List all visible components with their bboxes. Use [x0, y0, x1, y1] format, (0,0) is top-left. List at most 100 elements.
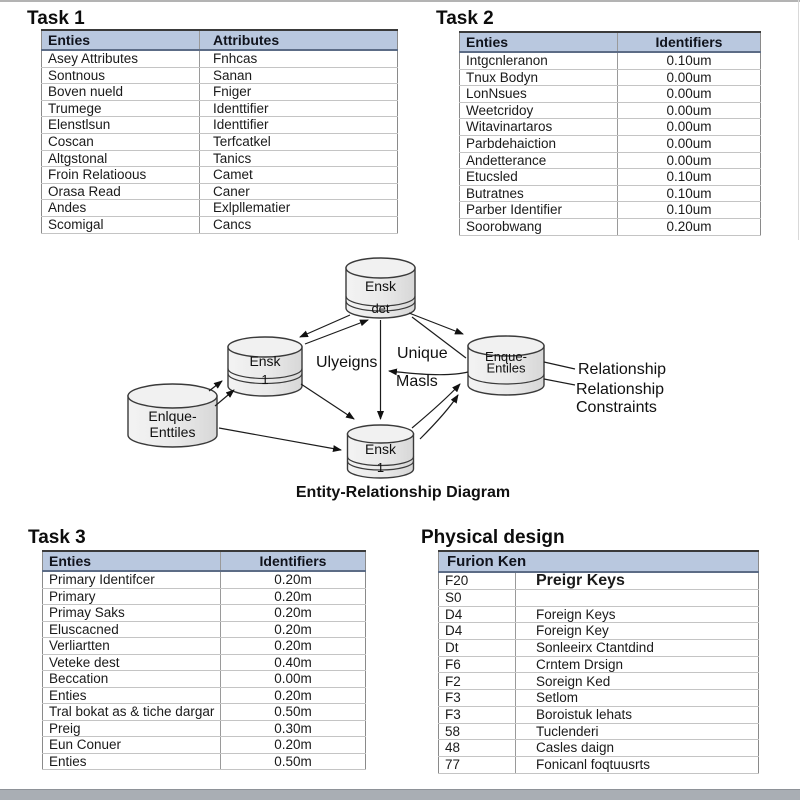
- table-cell: Tanics: [199, 150, 398, 168]
- task3-title: Task 3: [28, 527, 86, 548]
- table-cell: Enties: [42, 687, 221, 704]
- task2-header-identifiers: Identifiers: [617, 31, 761, 53]
- table-cell: Parber Identifier: [459, 201, 618, 219]
- table-cell: 77: [438, 756, 516, 774]
- entity-cylinder-bottom: Ensk 1: [346, 424, 415, 479]
- table-cell: 0.40m: [220, 654, 366, 671]
- task3-header-row: Enties Identifiers: [42, 550, 366, 572]
- table-cell: 0.10um: [617, 52, 761, 70]
- table-cell: 0.20m: [220, 736, 366, 754]
- table-cell: Identtifier: [199, 100, 398, 118]
- task3-header-enties: Enties: [42, 550, 221, 572]
- table-cell: 0.00um: [617, 69, 761, 87]
- table-cell: F20: [438, 572, 516, 590]
- table-cell: 0.20m: [220, 571, 366, 589]
- task1-header-row: Enties Attributes: [41, 29, 398, 51]
- table-cell: Enties: [42, 753, 221, 770]
- arrow-middle-to-bottom: [300, 383, 355, 420]
- table-cell: D4: [438, 622, 516, 641]
- entity-right-label-line1: Enque-: [485, 349, 527, 364]
- top-border-line: [0, 0, 800, 2]
- entity-bottom-label: Ensk: [365, 441, 397, 457]
- edge-label-unique: Unique: [397, 345, 448, 362]
- table-cell: 0.00um: [617, 85, 761, 103]
- relationship-arrows: [208, 312, 576, 453]
- side-label-constraints: Constraints: [576, 399, 657, 416]
- entity-cylinder-right: Enque- Entiles: [467, 335, 545, 396]
- side-label-relationship: Relationship: [578, 361, 666, 378]
- physical-design-title: Physical design: [421, 527, 565, 548]
- table-cell: Trumege: [41, 100, 200, 118]
- table-cell: Primary: [42, 588, 221, 605]
- entity-top-sublabel: det: [371, 301, 389, 316]
- table-cell: Froin Relatioous: [41, 166, 200, 184]
- table-cell: Fnhcas: [199, 50, 398, 68]
- table-cell: Etucsled: [459, 168, 618, 186]
- table-cell: Tral bokat as & tiche dargar: [42, 703, 221, 721]
- table-cell: Preigr Keys: [514, 572, 759, 590]
- table-cell: 0.20m: [220, 621, 366, 638]
- table-cell: Cancs: [199, 216, 398, 234]
- table-cell: S0: [438, 589, 516, 607]
- arrow-left-to-bottom: [218, 427, 342, 453]
- table-cell: 0.20m: [220, 687, 366, 704]
- table-cell: Boven nueld: [41, 83, 200, 101]
- right-border-line: [798, 0, 799, 240]
- table-cell: 0.20m: [220, 588, 366, 605]
- table-cell: LonNsues: [459, 85, 618, 103]
- table-cell: Andes: [41, 199, 200, 217]
- table-cell: Primary Identifcer: [42, 571, 221, 589]
- table-cell: Weetcridoy: [459, 102, 618, 120]
- table-cell: Dt: [438, 639, 516, 657]
- arrow-top-to-middle: [299, 314, 351, 338]
- task1-header-enties: Enties: [41, 29, 200, 51]
- task2-header-row: Enties Identifiers: [459, 31, 761, 53]
- table-cell: F3: [438, 689, 516, 707]
- table-cell: 0.00um: [617, 152, 761, 170]
- task1-header-attributes: Attributes: [199, 29, 398, 51]
- table-cell: Sanan: [199, 67, 398, 85]
- entity-left-label-line2: Enttiles: [150, 424, 196, 440]
- table-cell: 0.10um: [617, 185, 761, 203]
- table-cell: Elenstlsun: [41, 116, 200, 134]
- entity-middle-sublabel: 1: [261, 372, 268, 387]
- table-cell: 58: [438, 723, 516, 741]
- bottom-border-bar: [0, 789, 800, 800]
- callout-line-constraints: [543, 378, 576, 386]
- table-cell: Casles daign: [514, 739, 759, 757]
- table-cell: Sonleeirx Ctantdind: [514, 639, 759, 657]
- table-cell: 0.30m: [220, 720, 366, 737]
- entity-right-label-line2: Entiles: [486, 361, 526, 376]
- side-label-relationship-2: Relationship: [576, 381, 664, 398]
- table-cell: 0.00m: [220, 670, 366, 688]
- edge-label-masls: Masls: [396, 373, 438, 390]
- edge-label-ulyeigns: Ulyeigns: [316, 354, 377, 371]
- line-top-to-right-lower: [411, 316, 467, 359]
- arrow-middle-to-top: [304, 319, 369, 345]
- table-row: S0: [438, 589, 759, 607]
- table-cell: Scomigal: [41, 216, 200, 234]
- table-cell: Veteke dest: [42, 654, 221, 671]
- table-cell: F3: [438, 706, 516, 724]
